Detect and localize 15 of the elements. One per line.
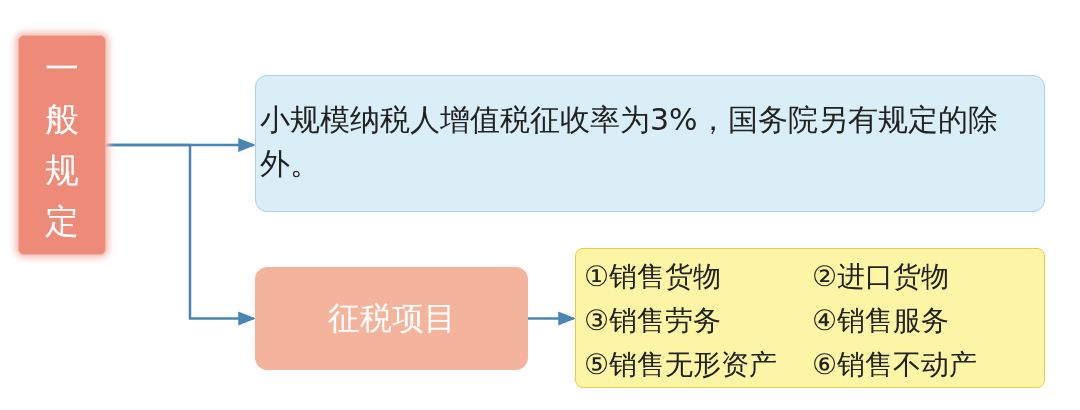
box-text: 征税项目 <box>327 297 456 339</box>
arrow <box>106 143 256 326</box>
text-box <box>255 75 1045 212</box>
list-item: ③销售劳务 <box>584 303 723 339</box>
list-item: ④销售服务 <box>812 303 951 339</box>
list-item: ⑥销售不动产 <box>812 347 979 383</box>
list-item: ②进口货物 <box>812 259 951 295</box>
process-box <box>255 267 528 370</box>
heading-text: 一般规定 <box>45 47 79 243</box>
arrow <box>528 311 576 326</box>
list-item: ①销售货物 <box>584 259 723 295</box>
list-box <box>575 248 1045 388</box>
list-item: ⑤销售无形资产 <box>584 347 779 383</box>
box-text: 小规模纳税人增值税征收率为3%，国务院另有规定的除外。 <box>260 101 999 183</box>
heading-box <box>18 35 106 255</box>
